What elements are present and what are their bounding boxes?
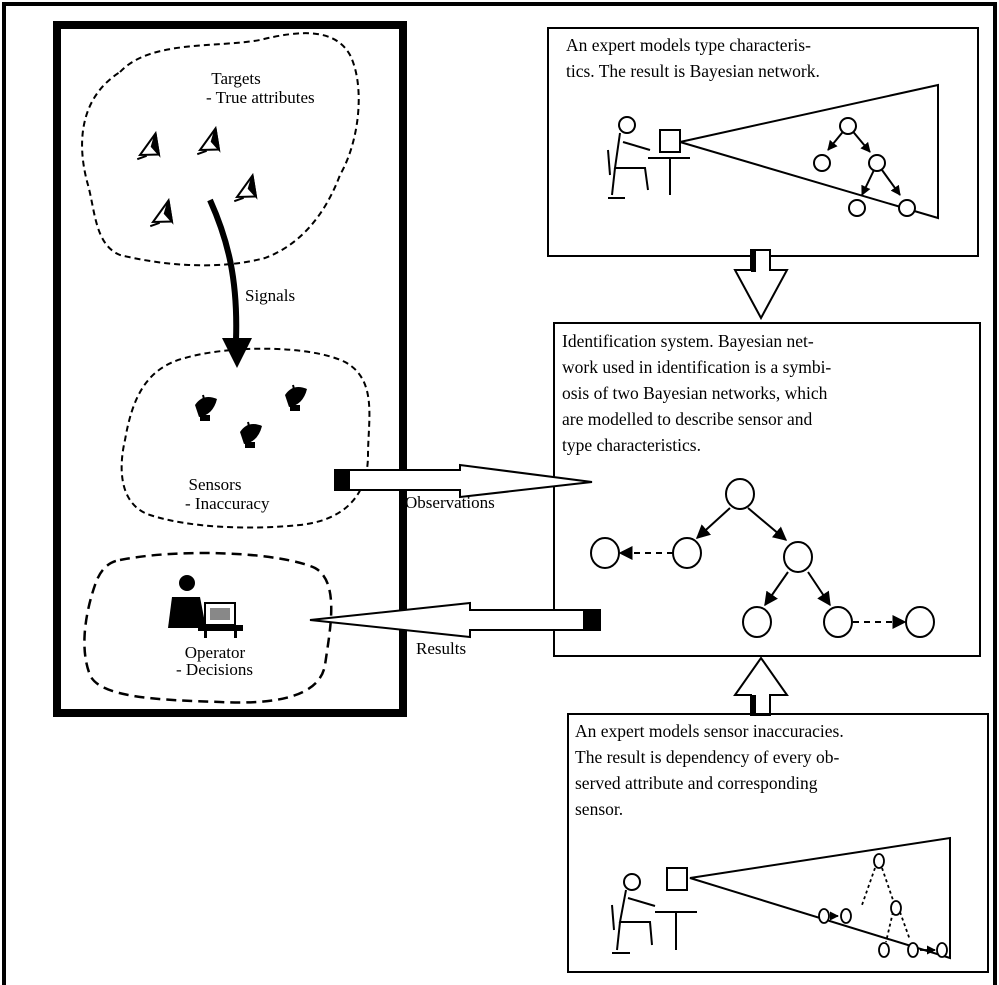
identification-line-5: type characteristics.: [562, 435, 701, 455]
environment-box: [53, 21, 407, 717]
expert-person-icon-2: [611, 867, 697, 954]
targets-cloud: [81, 32, 360, 267]
operator-icon: [168, 575, 243, 638]
operator-subtitle: - Decisions: [176, 660, 253, 679]
sensors-cloud: [120, 347, 371, 529]
sensors-subtitle: - Inaccuracy: [185, 494, 270, 513]
type-bayesian-network: [813, 117, 916, 217]
observations-arrow: [334, 463, 593, 499]
signals-arrow: [207, 198, 240, 341]
expert-sensor-text: An expert models sensor inaccuracies. Th…: [575, 718, 981, 822]
sensor-bayesian-network: [818, 853, 948, 958]
expert-sensor-view-cone: [689, 836, 951, 960]
target-plane-icon: [136, 125, 258, 228]
identification-line-3: osis of two Bayesian networks, which: [562, 383, 828, 403]
sensor-to-identification-arrow: [733, 656, 789, 716]
identification-line-4: are modelled to describe sensor and: [562, 409, 813, 429]
expert-sensor-line-1: An expert models sensor inaccuracies.: [575, 721, 844, 741]
expert-type-line-2: tics. The result is Bayesian network.: [566, 61, 820, 81]
type-to-identification-arrow: [733, 249, 789, 321]
expert-sensor-line-2: The result is dependency of every ob-: [575, 747, 840, 767]
identification-bayesian-network: [590, 478, 935, 638]
identification-line-2: work used in identification is a symbi-: [562, 357, 832, 377]
signals-label: Signals: [245, 286, 296, 305]
signals-arrowhead: [222, 338, 252, 368]
identification-text: Identification system. Bayesian net- wor…: [562, 328, 972, 458]
targets-title: Targets: [211, 69, 261, 88]
results-label: Results: [416, 639, 467, 658]
operator-title: Operator: [184, 643, 246, 662]
targets-subtitle: - True attributes: [206, 88, 315, 107]
expert-sensor-line-4: sensor.: [575, 799, 624, 819]
identification-line-1: Identification system. Bayesian net-: [562, 331, 814, 351]
sensors-title: Sensors: [188, 475, 242, 494]
operator-cloud: [83, 551, 333, 704]
expert-type-text: An expert models type characteris- tics.…: [566, 32, 966, 84]
expert-type-view-cone: [679, 83, 939, 220]
radar-sensor-icon: [195, 384, 307, 448]
observations-label: Observations: [405, 493, 495, 512]
identification-box: [553, 322, 981, 657]
expert-sensor-line-3: served attribute and corresponding: [575, 773, 818, 793]
expert-person-icon: [607, 116, 690, 199]
expert-type-line-1: An expert models type characteris-: [566, 35, 811, 55]
expert-sensor-box: [567, 713, 989, 973]
results-arrow: [309, 601, 601, 639]
